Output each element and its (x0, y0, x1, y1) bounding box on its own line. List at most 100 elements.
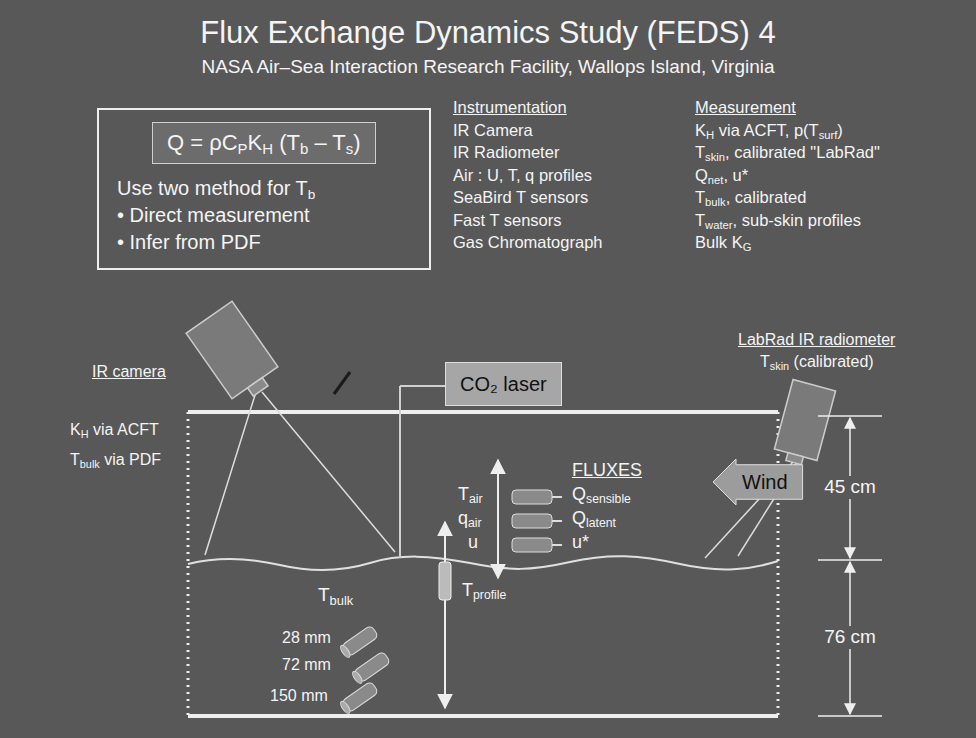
text-run: Flux Exchange Dynamics Study (FEDS) 4 (200, 15, 775, 50)
bulk-sensor (339, 625, 379, 659)
text-run: NASA Air–Sea Interaction Research Facili… (201, 56, 774, 77)
instrument-name: Fast T sensors (453, 211, 562, 231)
air-sensors (512, 490, 562, 552)
box-text: • Infer from PDF (117, 229, 411, 256)
subscript: skin (705, 151, 725, 163)
text-run: • Direct measurement (117, 204, 310, 226)
sensor-tip (552, 496, 562, 498)
measurement-name: Bulk KG (695, 233, 751, 253)
instrument-name: IR Camera (453, 121, 533, 141)
subscript: water (705, 219, 732, 231)
instrument-name: SeaBird T sensors (453, 188, 588, 208)
subscript: profile (473, 588, 506, 602)
text-run: T (462, 580, 473, 600)
signal-name: u (468, 532, 478, 554)
text-run: 72 mm (282, 656, 331, 673)
box-text: Wind (742, 470, 788, 494)
dimension: 72 mm (282, 655, 331, 674)
text-run: Q (572, 508, 586, 528)
text-run: 45 cm (824, 476, 876, 497)
arrow-outline (713, 459, 803, 505)
instrument-name: Air : U, T, q profiles (453, 166, 592, 186)
text-run: Gas Chromatograph (453, 233, 603, 251)
text-run: CO₂ laser (460, 373, 547, 395)
instrument-name: IR Radiometer (453, 143, 559, 163)
dimension: 45 cm (821, 476, 879, 499)
text-run: ) (353, 130, 360, 155)
part-name: LabRad IR radiometer (738, 330, 895, 349)
text-run: T (318, 584, 330, 605)
dimension-tick (818, 559, 882, 561)
text-run: Q (572, 484, 586, 504)
camera-view-line (262, 392, 395, 552)
subscript: s (346, 140, 353, 157)
air-sensor (512, 490, 552, 504)
signal-name: Qsensible (572, 484, 631, 506)
text-run: via ACFT (89, 421, 159, 438)
method-box: Q = ρCPKH (Tb – Ts) Use two method for Tb… (97, 108, 431, 270)
profile-arrow (444, 522, 446, 708)
subtitle: NASA Air–Sea Interaction Research Facili… (201, 56, 774, 79)
signal-name: Tbulk (318, 584, 353, 607)
water-surface (188, 556, 778, 570)
text-run: , calibrated (726, 188, 807, 206)
profile-sensor (439, 562, 451, 600)
column-heading: Measurement (695, 98, 796, 118)
subscript: b (300, 140, 308, 157)
subscript: air (469, 492, 483, 506)
dimension-tick (818, 715, 882, 717)
measurement-name: KH via ACFT, p(Tsurf) (695, 121, 843, 141)
subscript: latent (586, 516, 616, 530)
measurement-name: Qnet, u* (695, 166, 748, 186)
text-run: 150 mm (270, 687, 328, 704)
subscript: H (262, 140, 273, 157)
text-run: Measurement (695, 98, 796, 116)
text-run: K (70, 421, 81, 438)
sensor-cap (351, 670, 364, 685)
text-run: IR Camera (453, 121, 533, 139)
subscript: H (706, 129, 714, 141)
camera-body (186, 301, 278, 399)
subscript: H (81, 428, 89, 440)
text-run: K (695, 121, 706, 139)
subscript: P (238, 140, 248, 157)
text-run: T (695, 188, 705, 206)
text-run: Fast T sensors (453, 211, 562, 229)
laser-box: CO₂ laser (445, 362, 562, 406)
text-run: via PDF (100, 451, 161, 468)
subscript: sensible (586, 492, 631, 506)
tank-bottom (188, 714, 778, 718)
part-note: KH via ACFT (70, 420, 159, 439)
text-run: FLUXES (572, 460, 642, 480)
signal-name: Tprofile (462, 580, 506, 602)
box-text: CO₂ laser (460, 372, 547, 396)
text-run: (calibrated) (789, 353, 873, 370)
group-heading: FLUXES (572, 460, 642, 482)
sensor-cap (339, 700, 352, 715)
method-heading: Use two method for Tb (117, 175, 411, 202)
radiometer-lens (786, 453, 804, 465)
text-run: 28 mm (282, 629, 331, 646)
dimension: 150 mm (270, 686, 328, 705)
subscript: bulk (330, 593, 354, 608)
camera-view-line (205, 392, 256, 555)
text-run: , u* (723, 166, 748, 184)
air-sensor (512, 538, 552, 552)
radiometer-body (774, 380, 835, 461)
text-run: Air : U, T, q profiles (453, 166, 592, 184)
part-note: Tskin (calibrated) (760, 352, 874, 371)
text-run: , calibrated "LabRad" (725, 143, 880, 161)
text-run: T (70, 451, 80, 468)
instrument-name: Gas Chromatograph (453, 233, 603, 253)
text-run: K (248, 130, 263, 155)
column-heading: Instrumentation (453, 98, 567, 118)
subscript: surf (819, 129, 838, 141)
text-run: Instrumentation (453, 98, 567, 116)
bulk-sensor (339, 681, 379, 715)
subscript: b (308, 187, 316, 202)
sensor-tip (552, 520, 562, 522)
text-run: Q (695, 166, 708, 184)
dimension: 28 mm (282, 628, 331, 647)
formula-box: Q = ρCPKH (Tb – Ts) (152, 122, 376, 164)
